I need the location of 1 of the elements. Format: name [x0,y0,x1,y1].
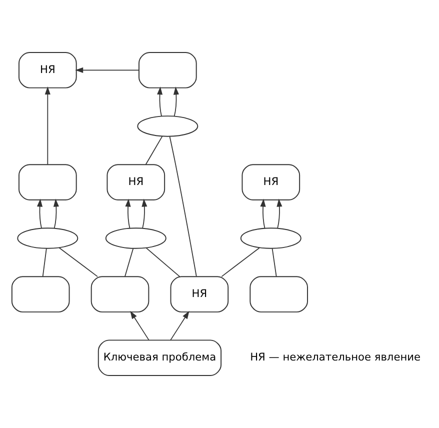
label: НЯ — нежелательное явление [250,352,421,364]
